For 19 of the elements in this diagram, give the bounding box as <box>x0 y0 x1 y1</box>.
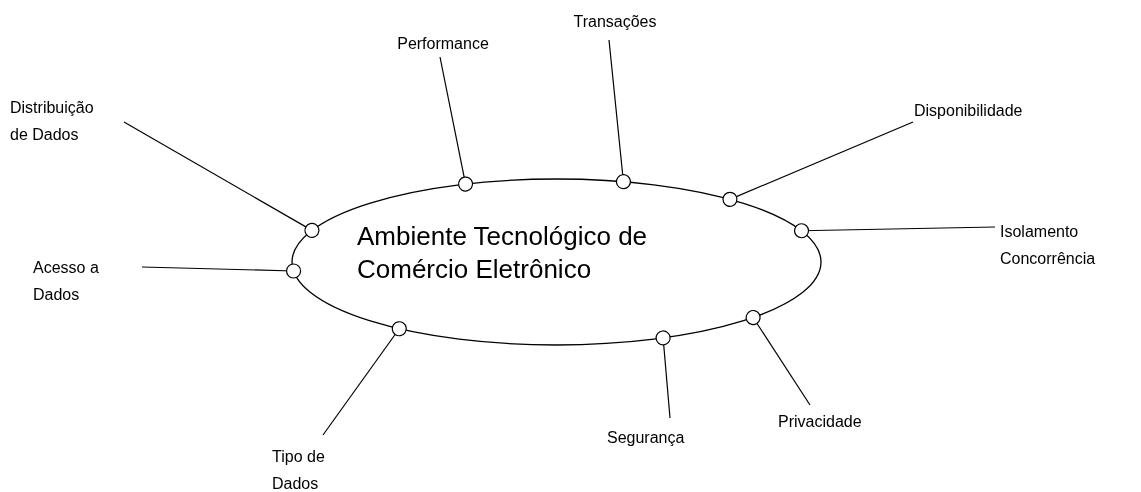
connector-line <box>793 223 996 239</box>
feature-label: Segurança <box>607 424 727 451</box>
feature-label: Transações <box>560 8 670 35</box>
connector-line <box>123 121 320 238</box>
connector-line <box>322 321 407 436</box>
connector-line <box>745 309 811 406</box>
feature-label: Distribuição de Dados <box>10 94 110 148</box>
connector-line <box>608 39 631 190</box>
feature-label: Disponibilidade <box>914 97 1054 124</box>
connector-line <box>439 56 474 192</box>
connector-line <box>722 121 914 207</box>
feature-label: Isolamento Concorrência <box>1000 218 1120 272</box>
feature-label: Acesso a Dados <box>33 254 113 308</box>
connector-line <box>141 263 302 279</box>
feature-label: Performance <box>388 30 498 57</box>
center-label: Ambiente Tecnológico de Comércio Eletrônico <box>357 220 649 286</box>
feature-label: Privacidade <box>778 408 898 435</box>
feature-label: Tipo de Dados <box>272 443 342 492</box>
connector-line <box>655 330 671 419</box>
